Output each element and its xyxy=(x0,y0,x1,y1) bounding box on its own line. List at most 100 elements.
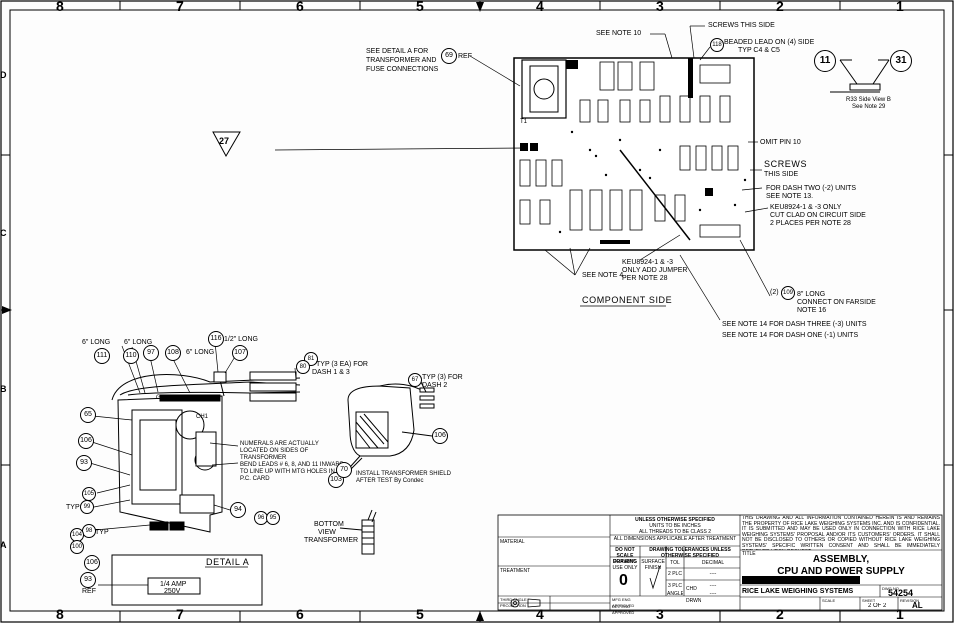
note-beaded-lead: BEADED LEAD ON (4) SIDE xyxy=(724,39,815,46)
tb-angle: ANGLE xyxy=(667,591,683,597)
note-see-note-4: SEE NOTE 4 xyxy=(582,272,624,279)
balloon-94: 94 xyxy=(230,502,246,518)
tb-material: MATERIAL xyxy=(500,539,525,545)
tb-sheet-value: 2 OF 2 xyxy=(868,603,887,609)
tb-treatment: TREATMENT xyxy=(500,568,531,574)
tb-3plc: 3 PLC xyxy=(668,583,682,589)
note-see-detail-a: FUSE CONNECTIONS xyxy=(366,66,439,73)
balloon-105: 105 xyxy=(82,487,96,501)
zone-label-bottom: 5 xyxy=(416,606,424,622)
tb-mfg-eng: MFG ENG APPROVED xyxy=(612,597,635,608)
tb-sheet-label: SHEET xyxy=(862,598,876,603)
tb-scale: SCALE xyxy=(822,598,836,603)
balloon-118: 118 xyxy=(710,38,724,52)
note-see-note-10: SEE NOTE 10 xyxy=(596,30,642,37)
note-r33-side-view: R33 Side View B xyxy=(846,97,891,103)
balloon-111: 111 xyxy=(94,348,110,364)
note-6-long: 6" LONG xyxy=(186,349,215,356)
balloon-98: 98 xyxy=(82,524,96,538)
note-typ-3ea: TYP (3 EA) FOR xyxy=(316,361,368,368)
tb-2plc: 2 PLC xyxy=(668,571,682,577)
note-8-long: 8" LONG xyxy=(797,291,826,298)
tb-angle-value: ---- xyxy=(709,591,717,597)
note-keu-cut: 2 PLACES PER NOTE 28 xyxy=(770,220,851,227)
tb-third-angle: THIRD ANGLE PROJECTION xyxy=(500,597,527,608)
label-component-side: COMPONENT SIDE xyxy=(582,295,673,305)
balloon-11: 11 xyxy=(814,50,836,72)
note-keu-jumper: KEU8924-1 & -3 xyxy=(622,259,673,266)
balloon-70: 70 xyxy=(336,462,352,478)
tb-title-line-1: ASSEMBLY, xyxy=(812,554,870,565)
zone-label-bottom: 2 xyxy=(776,606,784,622)
balloon-106: 106 xyxy=(78,433,94,449)
note-typ-3-for: TYP (3) FOR xyxy=(422,374,463,381)
balloon-80: 80 xyxy=(296,360,310,374)
note-typ2: TYP xyxy=(95,529,109,536)
label-bottom-view: TRANSFORMER xyxy=(304,537,359,544)
note-keu-cut: KEU8924-1 & -3 ONLY xyxy=(770,204,842,211)
zone-label-bottom: 4 xyxy=(536,606,544,622)
note-this-side: THIS SIDE xyxy=(764,171,799,178)
tb-2plc-value: ---- xyxy=(709,571,717,577)
balloon-31: 31 xyxy=(890,50,912,72)
note-16: NOTE 16 xyxy=(797,307,827,314)
note-connect-farside: CONNECT ON FARSIDE xyxy=(797,299,876,306)
zone-label-top: 3 xyxy=(656,0,664,14)
label-green: GREEN xyxy=(156,395,178,401)
balloon-107: 107 xyxy=(232,345,248,361)
note-numerals: TRANSFORMER xyxy=(240,455,287,461)
tb-title-label: TITLE xyxy=(742,551,756,557)
note-see-note-14-dash-1: SEE NOTE 14 FOR DASH ONE (-1) UNITS xyxy=(722,332,859,339)
zone-label-bottom: 1 xyxy=(896,606,904,622)
tb-do-not-scale: DO NOT SCALE DRAWING xyxy=(612,547,638,565)
balloon-69: 69 xyxy=(441,48,457,64)
zone-label-bottom: 3 xyxy=(656,606,664,622)
note-see-detail-a: TRANSFORMER AND xyxy=(366,57,437,64)
balloon-65: 65 xyxy=(80,407,96,423)
zone-label-left: C xyxy=(0,228,7,238)
zone-label-bottom: 6 xyxy=(296,606,304,622)
balloon-100: 100 xyxy=(70,540,84,554)
note-qty-2: (2) xyxy=(770,289,779,296)
label-fuse-amp: 1/4 AMP xyxy=(160,581,187,588)
balloon-110: 110 xyxy=(123,348,139,364)
balloon-99: 99 xyxy=(80,500,94,514)
balloon-109: 109 xyxy=(781,286,795,300)
note-dash-two: FOR DASH TWO (-2) UNITS xyxy=(766,185,857,192)
balloon-93-ref: 93 xyxy=(80,572,96,588)
balloon-108: 108 xyxy=(165,345,181,361)
tb-proprietary-notice: THIS DRAWING AND ALL INFORMATION CONTAIN… xyxy=(742,516,940,550)
balloon-95: 95 xyxy=(266,511,280,525)
note-omit-pin: OMIT PIN 10 xyxy=(760,139,801,146)
tb-dev-eng: DEV ENG APPROVED xyxy=(612,604,635,615)
zone-label-bottom: 8 xyxy=(56,606,64,622)
note-keu-jumper: PER NOTE 28 xyxy=(622,275,668,282)
balloon-96: 96 xyxy=(254,511,268,525)
label-fuse-volt: 250V xyxy=(164,588,181,595)
zone-label-bottom: 7 xyxy=(176,606,184,622)
label-bottom-view: VIEW xyxy=(318,529,336,536)
balloon-116: 116 xyxy=(208,331,224,347)
tb-unless: UNITS TO BE INCHES xyxy=(649,523,701,529)
tb-drawing-tolerances: DRAWING TOLERANCES UNLESS OTHERWISE SPEC… xyxy=(649,547,731,559)
tb-title-line-2: CPU AND POWER SUPPLY xyxy=(777,566,905,577)
tb-unless: ALL THREADS TO BE CLASS 2 xyxy=(638,529,712,535)
note-ref: REF xyxy=(458,53,472,60)
note-dash-2: DASH 2 xyxy=(422,382,448,389)
note-install-shield: AFTER TEST By Condec xyxy=(356,478,424,484)
tb-chd: CHD xyxy=(686,586,697,592)
zone-label-top: 5 xyxy=(416,0,424,14)
zone-label-top: 7 xyxy=(176,0,184,14)
zone-label-top: 1 xyxy=(896,0,904,14)
note-ref-fuse: REF xyxy=(82,588,96,595)
tb-zero: 0 xyxy=(619,572,628,589)
zone-label-top: 6 xyxy=(296,0,304,14)
note-dash-two: SEE NOTE 13. xyxy=(766,193,814,200)
balloon-67: 67 xyxy=(408,373,422,387)
note-half-long: 1/2" LONG xyxy=(224,336,258,343)
tb-tol: TOL xyxy=(670,560,680,566)
note-keu-jumper: ONLY ADD JUMPER xyxy=(622,267,688,274)
tb-surface-finish: SURFACE FINISH xyxy=(641,559,665,571)
tb-unless: ALL DIMENSIONS APPLICABLE AFTER TREATMEN… xyxy=(613,536,737,542)
